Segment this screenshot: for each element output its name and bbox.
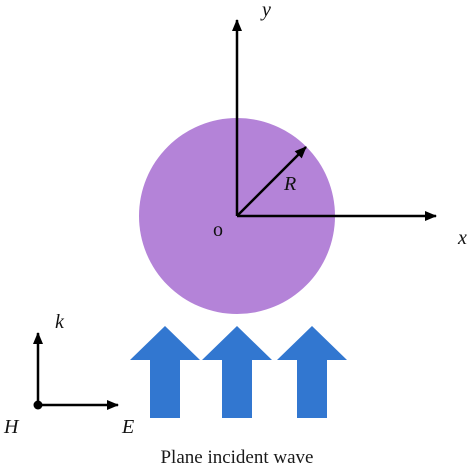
e-field-label: E — [121, 416, 134, 438]
wave-arrow-right — [277, 326, 347, 418]
incident-wave-arrows — [130, 326, 347, 418]
wave-arrow-center — [202, 326, 272, 418]
h-field-label: H — [3, 416, 20, 438]
y-axis-label: y — [260, 0, 271, 21]
h-field-dot — [33, 400, 43, 410]
figure-caption: Plane incident wave — [160, 447, 314, 468]
wave-arrow-left — [130, 326, 200, 418]
origin-label: o — [213, 219, 223, 241]
radius-label: R — [283, 173, 296, 195]
radius-arrow — [236, 146, 307, 217]
k-vector-label: k — [55, 311, 65, 333]
x-axis-label: x — [457, 227, 467, 249]
